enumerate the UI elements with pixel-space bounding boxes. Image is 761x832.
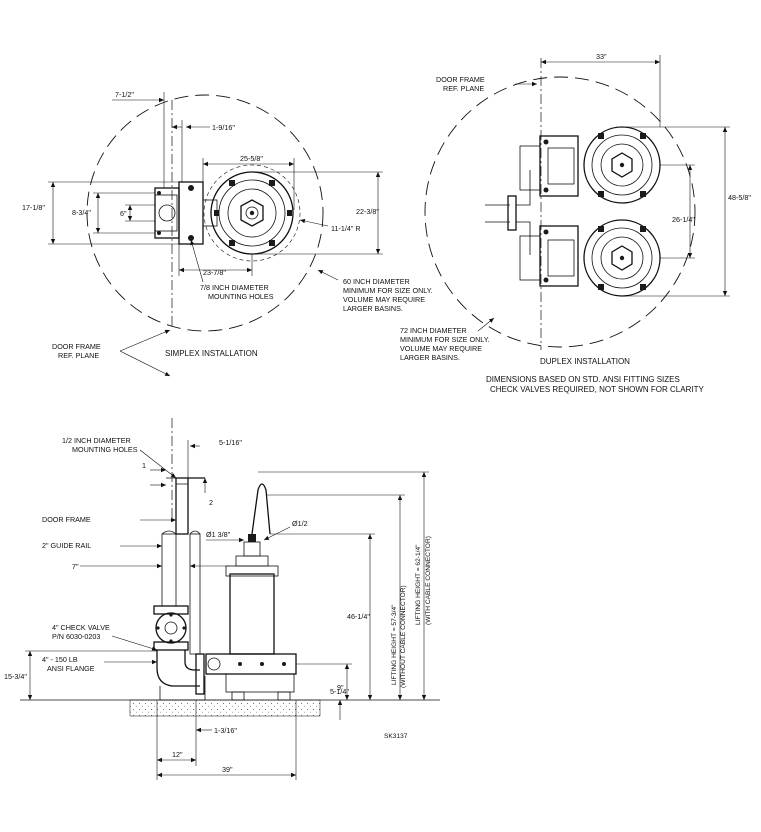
door-frame-ref-line-2: REF. PLANE (58, 351, 99, 360)
duplex-pump-upper-hex-icon (611, 152, 633, 178)
dim-1-3-16: 1-3/16" (214, 726, 237, 735)
simplex-plan-view: 7-1/2" 1-9/16" 25-5/8" 17-1/8" 8-3/4" 6"… (22, 90, 433, 332)
lifting-height-62-line-2: (WITH CABLE CONNECTOR) (425, 536, 432, 625)
label-check-valve-line-1: 4" CHECK VALVE (52, 623, 110, 632)
duplex-footnote-1: DIMENSIONS BASED ON STD. ANSI FITTING SI… (486, 375, 680, 384)
note-mounting-holes-line-1: 7/8 INCH DIAMETER (200, 283, 269, 292)
drawing-number: SK3137 (384, 733, 408, 740)
elev-holes-line-2: MOUNTING HOLES (72, 445, 138, 454)
note-72in-basin-line-1: 72 INCH DIAMETER (400, 326, 467, 335)
elevation-view: 1/2 INCH DIAMETER MOUNTING HOLES 5-1/16"… (4, 418, 440, 780)
note-72in-basin-line-4: LARGER BASINS. (400, 353, 460, 362)
dim-5-1-16: 5-1/16" (219, 438, 242, 447)
dim-6: 6" (120, 209, 127, 218)
dim-23-7-8: 23-7/8" (203, 268, 226, 277)
dim-1-3-8: Ø1 3/8" (206, 530, 231, 539)
note-60in-basin-line-2: MINIMUM FOR SIZE ONLY. (343, 286, 433, 295)
label-door-frame: DOOR FRAME (42, 515, 91, 524)
duplex-pump-lower-hex-icon (611, 245, 633, 271)
duplex-footnote-2: CHECK VALVES REQUIRED, NOT SHOWN FOR CLA… (490, 385, 704, 394)
note-72in-basin-line-3: VOLUME MAY REQUIRE (400, 344, 482, 353)
simplex-pump-hex-icon (240, 199, 264, 227)
label-2: 2 (209, 498, 213, 507)
dim-1-2: Ø1/2 (292, 519, 308, 528)
dim-26-1-4: 26-1/4" (672, 215, 695, 224)
discharge-base (195, 653, 205, 695)
lifting-height-62-line-1: LIFTING HEIGHT = 62-1/4" (415, 544, 422, 625)
note-72in-basin-line-2: MINIMUM FOR SIZE ONLY. (400, 335, 490, 344)
note-60in-basin-line-4: LARGER BASINS. (343, 304, 403, 313)
duplex-plan-view: 33" 48-5/8" 26-1/4" DOOR FRAME REF. PLAN… (400, 52, 751, 362)
lifting-height-57-line-2: (WITHOUT CABLE CONNECTOR) (400, 585, 407, 688)
check-valve (155, 612, 187, 644)
dim-39: 39" (222, 765, 233, 774)
dim-12: 12" (172, 750, 183, 759)
dim-8-3-4: 8-3/4" (72, 208, 91, 217)
guide-rail-left (161, 533, 177, 607)
dim-7: 7" (72, 562, 79, 571)
dim-33: 33" (596, 52, 607, 61)
note-60in-basin-line-1: 60 INCH DIAMETER (343, 277, 410, 286)
duplex-door-frame-ref-line-1: DOOR FRAME (436, 75, 485, 84)
label-flange-line-2: ANSI FLANGE (47, 664, 95, 673)
dim-1-9-16: 1-9/16" (212, 123, 235, 132)
dim-15-3-4: 15-3/4" (4, 672, 27, 681)
door-frame-bracket (175, 477, 189, 535)
door-frame-ref-line-1: DOOR FRAME (52, 342, 101, 351)
label-check-valve-line-2: P/N 6030-0203 (52, 632, 100, 641)
duplex-door-frame-ref-line-2: REF. PLANE (443, 84, 484, 93)
label-1: 1 (142, 461, 146, 470)
note-mounting-holes-line-2: MOUNTING HOLES (208, 292, 274, 301)
duplex-caption: DUPLEX INSTALLATION (540, 357, 630, 366)
simplex-caption: SIMPLEX INSTALLATION (165, 349, 258, 358)
dim-25-5-8: 25-5/8" (240, 154, 263, 163)
dim-7-1-2: 7-1/2" (115, 90, 134, 99)
simplex-basin-circle (86, 94, 324, 332)
dim-11-1-4-r: 11-1/4" R (331, 224, 361, 233)
dim-48-5-8: 48-5/8" (728, 193, 751, 202)
dim-46-1-4: 46-1/4" (347, 612, 370, 621)
pump-motor-housing (229, 573, 275, 655)
elev-holes-line-1: 1/2 INCH DIAMETER (62, 436, 131, 445)
label-guide-rail: 2" GUIDE RAIL (42, 541, 91, 550)
floor-slab (129, 699, 321, 717)
lifting-bail (251, 483, 271, 535)
dim-5-1-4: 5-1/4" (330, 687, 349, 696)
dim-9: 9" (337, 683, 344, 692)
lifting-height-57-line-1: LIFTING HEIGHT = 57-3/4" (391, 604, 398, 685)
simplex-base-plate (178, 181, 204, 245)
door-frame-ref-plane-callout: DOOR FRAME REF. PLANE (52, 329, 171, 377)
dim-22-3-8: 22-3/8" (356, 207, 379, 216)
dim-17-1-8: 17-1/8" (22, 203, 45, 212)
note-60in-basin-line-3: VOLUME MAY REQUIRE (343, 295, 425, 304)
duplex-basin-circle (424, 76, 696, 348)
label-flange-line-1: 4" - 150 LB (42, 655, 78, 664)
guide-rail-right (189, 533, 201, 655)
